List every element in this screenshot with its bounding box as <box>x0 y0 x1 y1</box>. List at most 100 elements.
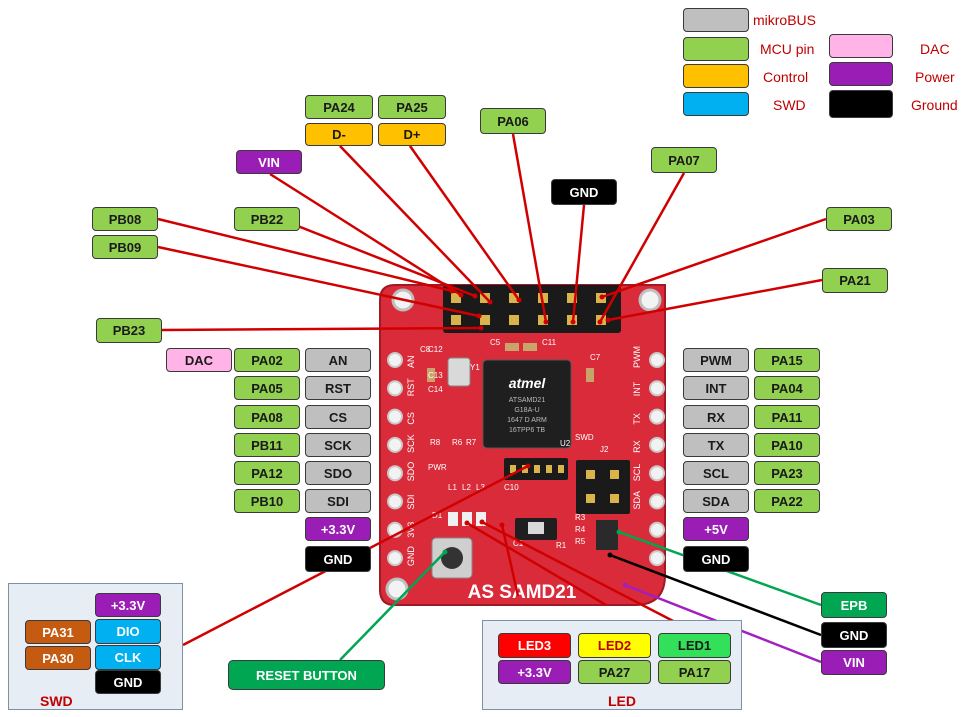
connector-tip <box>516 297 522 303</box>
silk-part-label: L2 <box>462 483 471 492</box>
connector-line <box>481 520 678 625</box>
label-d-plus: D+ <box>378 123 446 146</box>
right-pad <box>649 465 665 482</box>
connector-tip <box>487 299 493 305</box>
connector-line <box>408 145 521 301</box>
label-left-ground: GND <box>305 546 371 572</box>
label-left-bus-4: SDO <box>305 461 371 485</box>
chip-marking-line: G18A-U <box>514 407 539 414</box>
j2-pin <box>610 470 619 479</box>
swd-pin <box>558 465 564 473</box>
header-pin <box>451 293 461 303</box>
connector-tip <box>616 529 622 535</box>
header-pin <box>509 293 519 303</box>
swd-clk: CLK <box>95 645 161 670</box>
label-right-power: +5V <box>683 517 749 541</box>
label-pa25: PA25 <box>378 95 446 119</box>
label-right-bus-1: INT <box>683 376 749 400</box>
silk-part-label: R3 <box>575 513 586 522</box>
connector-tip <box>597 319 603 325</box>
label-right-bus-3: TX <box>683 433 749 457</box>
mounting-hole-top-right <box>638 288 662 312</box>
silk-part-label: L1 <box>448 483 457 492</box>
silk-part-label: C1 <box>513 539 524 548</box>
chip-brand: atmel <box>509 375 547 391</box>
connector-line <box>601 217 827 299</box>
silk-part-label: R1 <box>556 541 567 550</box>
header-pin <box>509 315 519 325</box>
connector-line <box>279 217 476 298</box>
right-pad <box>649 408 665 425</box>
swd-pin <box>522 465 528 473</box>
connector-line <box>571 204 586 323</box>
resistor-network <box>596 520 618 550</box>
connector-tip <box>476 313 482 319</box>
smd-c11 <box>505 343 519 351</box>
silk-part-label: C11 <box>542 338 557 347</box>
connector-line <box>339 145 491 303</box>
silk-part-label: C8 <box>420 345 431 354</box>
legend-label-mcu-pin: MCU pin <box>760 41 815 57</box>
label-right-mcu-1: PA04 <box>754 376 820 400</box>
connector-line <box>339 551 446 661</box>
label-pb22: PB22 <box>234 207 300 231</box>
label-pa21: PA21 <box>822 268 888 293</box>
connector-line <box>609 553 822 637</box>
mounting-hole-bottom-left <box>385 577 409 601</box>
label-right-ground: GND <box>683 546 749 572</box>
label-right-mcu-0: PA15 <box>754 348 820 372</box>
smd-c5 <box>523 343 537 351</box>
right-pad <box>649 380 665 397</box>
led-panel-title: LED <box>608 693 636 709</box>
led3-part <box>448 512 458 526</box>
label-right-mcu-5: PA22 <box>754 489 820 513</box>
connector-tip <box>570 319 576 325</box>
label-d-minus: D- <box>305 123 373 146</box>
connector-tip <box>525 463 531 469</box>
header-pin <box>480 315 490 325</box>
silk-right-label: SCL <box>632 464 642 482</box>
silk-part-label: C14 <box>428 385 443 394</box>
silk-part-label: C10 <box>504 483 519 492</box>
label-pa06: PA06 <box>480 108 546 134</box>
connector-line <box>466 521 607 607</box>
label-pb08: PB08 <box>92 207 158 231</box>
label-pb09: PB09 <box>92 235 158 259</box>
left-pad <box>387 465 403 482</box>
right-edge-pads <box>649 352 665 567</box>
led-panel-led2: LED2 <box>578 633 651 658</box>
connector-tip <box>622 582 628 588</box>
led-panel-led3: LED3 <box>498 633 571 658</box>
silk-right-label: RX <box>632 440 642 453</box>
silk-right-label: PWM <box>632 346 642 368</box>
silk-left-label: AN <box>406 355 416 368</box>
right-pad <box>649 493 665 510</box>
label-left-bus-0: AN <box>305 348 371 372</box>
silk-part-label: U2 <box>560 439 571 448</box>
silk-left-label: 3V3 <box>406 522 416 538</box>
swd-pin <box>546 465 552 473</box>
label-epb: EPB <box>821 592 887 618</box>
legend-swatch-mikrobus <box>683 8 749 32</box>
legend-label-mikrobus: mikroBUS <box>753 12 817 28</box>
swd-gnd: GND <box>95 670 161 694</box>
label-vin-callout: VIN <box>821 650 887 675</box>
swd-header-pins <box>510 465 564 473</box>
legend-swatch-ground <box>829 90 893 118</box>
silk-left-label: SDI <box>406 494 416 509</box>
label-right-bus-4: SCL <box>683 461 749 485</box>
legend-swatch-power <box>829 62 893 86</box>
silk-part-label: C5 <box>490 338 501 347</box>
swd-power: +3.3V <box>95 593 161 617</box>
connector-tip <box>543 319 549 325</box>
chip-marking-line: ATSAMD21 <box>509 397 546 404</box>
legend-label-dac: DAC <box>920 41 950 57</box>
label-left-power: +3.3V <box>305 517 371 541</box>
label-right-bus-0: PWM <box>683 348 749 372</box>
label-left-mcu-3: PB11 <box>234 433 300 457</box>
label-left-mcu-5: PB10 <box>234 489 300 513</box>
label-right-bus-2: RX <box>683 405 749 429</box>
legend-label-ground: Ground <box>911 97 958 113</box>
silk-part-label: Y1 <box>470 363 480 372</box>
